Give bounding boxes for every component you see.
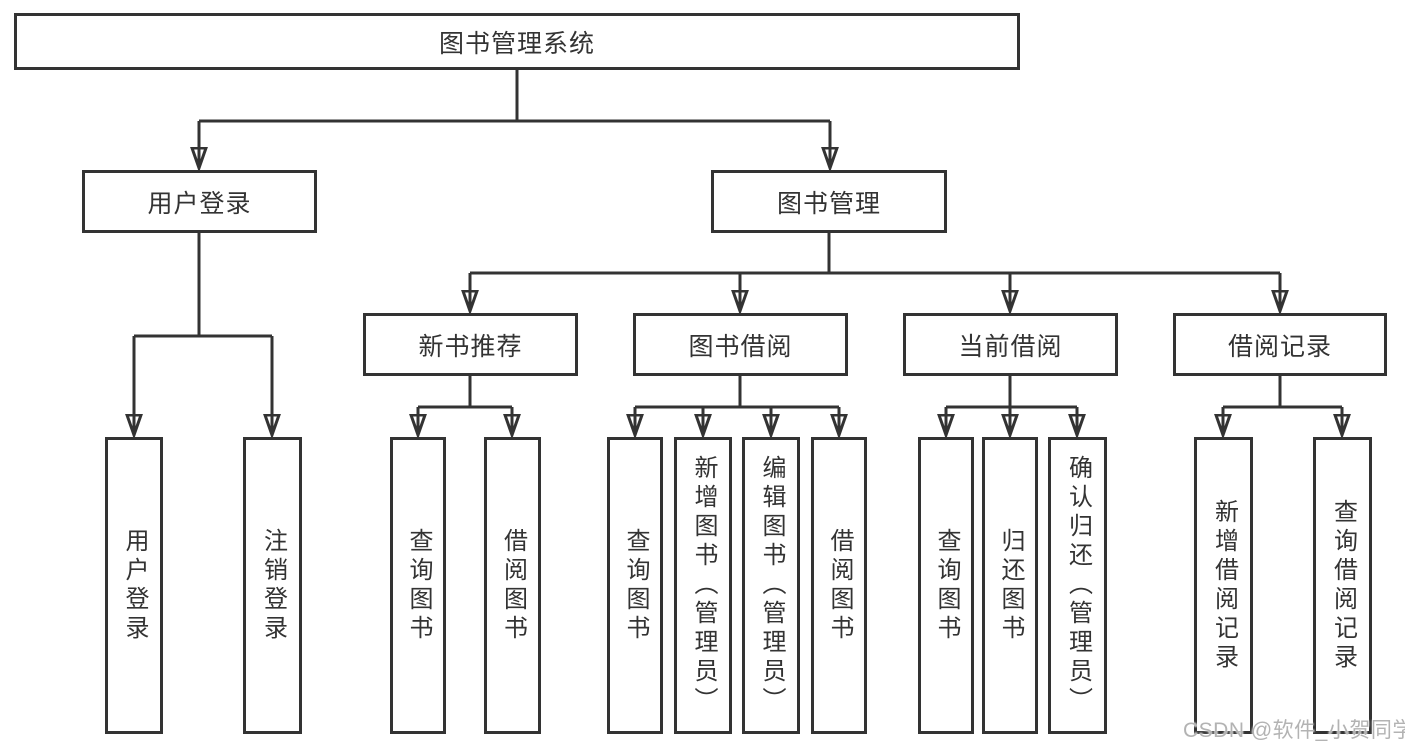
node-book-management: 图书管理 bbox=[711, 170, 947, 233]
node-user-login-label: 用户登录 bbox=[147, 189, 252, 218]
node-current-borrow: 当前借阅 bbox=[903, 313, 1118, 376]
node-borrow-records-label: 借阅记录 bbox=[1227, 332, 1332, 361]
leaf-add-books-admin: 新增图书（管理员） bbox=[674, 437, 732, 734]
leaf-borrow-books-b: 借阅图书 bbox=[811, 437, 867, 734]
node-current-borrow-label: 当前借阅 bbox=[958, 332, 1063, 361]
leaf-query-borrow-record: 查询借阅记录 bbox=[1313, 437, 1372, 734]
leaf-logout: 注销登录 bbox=[243, 437, 302, 734]
leaf-add-borrow-record: 新增借阅记录 bbox=[1194, 437, 1253, 734]
leaf-borrow-books-a-label: 借阅图书 bbox=[499, 527, 527, 644]
node-borrow-records: 借阅记录 bbox=[1173, 313, 1387, 376]
leaf-return-books-label: 归还图书 bbox=[997, 527, 1024, 644]
leaf-query-books-b: 查询图书 bbox=[607, 437, 663, 734]
leaf-confirm-return-admin: 确认归还（管理员） bbox=[1048, 437, 1107, 734]
node-user-login: 用户登录 bbox=[82, 170, 317, 233]
leaf-query-books-a-label: 查询图书 bbox=[405, 527, 432, 644]
leaf-edit-books-admin-label: 编辑图书（管理员） bbox=[758, 455, 785, 716]
node-book-borrow: 图书借阅 bbox=[633, 313, 848, 376]
leaf-user-login-label: 用户登录 bbox=[121, 527, 148, 644]
leaf-query-books-a: 查询图书 bbox=[390, 437, 446, 734]
leaf-borrow-books-a: 借阅图书 bbox=[484, 437, 541, 734]
leaf-user-login: 用户登录 bbox=[105, 437, 163, 734]
node-root: 图书管理系统 bbox=[14, 13, 1020, 70]
leaf-query-books-c: 查询图书 bbox=[918, 437, 974, 734]
leaf-edit-books-admin: 编辑图书（管理员） bbox=[742, 437, 800, 734]
node-root-label: 图书管理系统 bbox=[438, 29, 595, 58]
leaf-confirm-return-admin-label: 确认归还（管理员） bbox=[1064, 455, 1092, 716]
node-book-borrow-label: 图书借阅 bbox=[688, 332, 793, 361]
node-new-book-recommend-label: 新书推荐 bbox=[418, 332, 523, 361]
leaf-query-books-c-label: 查询图书 bbox=[933, 527, 960, 644]
leaf-return-books: 归还图书 bbox=[982, 437, 1038, 734]
leaf-query-borrow-record-label: 查询借阅记录 bbox=[1329, 498, 1357, 673]
leaf-add-books-admin-label: 新增图书（管理员） bbox=[690, 455, 717, 716]
node-new-book-recommend: 新书推荐 bbox=[363, 313, 578, 376]
watermark: CSDN @软件_小贺同学 bbox=[1183, 719, 1405, 742]
leaf-query-books-b-label: 查询图书 bbox=[622, 527, 649, 644]
leaf-borrow-books-b-label: 借阅图书 bbox=[826, 527, 853, 644]
node-book-management-label: 图书管理 bbox=[776, 189, 881, 218]
leaf-add-borrow-record-label: 新增借阅记录 bbox=[1210, 498, 1238, 673]
leaf-logout-label: 注销登录 bbox=[259, 527, 287, 644]
